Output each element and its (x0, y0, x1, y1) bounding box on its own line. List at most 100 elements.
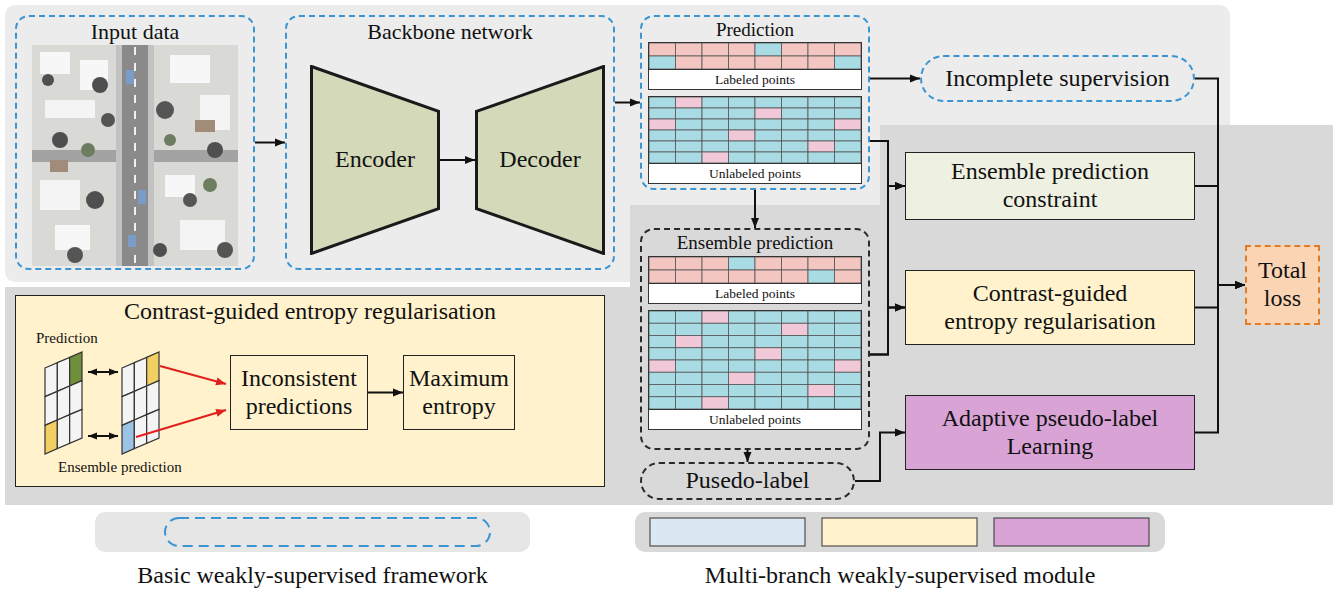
legend-bar (95, 512, 530, 552)
table-cell (755, 372, 782, 384)
table-cell (808, 348, 835, 360)
table-cell (755, 257, 782, 270)
inconsistency-arrow (136, 410, 226, 437)
table-cell (755, 360, 782, 372)
table-cell (649, 372, 676, 384)
point-cloud-image (40, 52, 70, 74)
point-cloud-image (32, 45, 238, 266)
table-cell (702, 119, 729, 130)
legend-item: Basic weakly-supervised framework (95, 562, 530, 588)
table-cell (782, 336, 809, 348)
legend-label: Multi-branch weakly-supervised module (705, 562, 1096, 588)
prediction-grid (122, 352, 159, 454)
legend-bar (994, 518, 1149, 546)
legend-bar (650, 518, 805, 546)
table-cell (676, 372, 703, 384)
table-cell (702, 97, 729, 108)
panel-title: Backbone network (367, 19, 533, 44)
table-cell (755, 323, 782, 335)
legend-bar (95, 512, 1165, 552)
flow-arrow (1195, 285, 1245, 308)
grid-cell (147, 409, 159, 443)
table-cell (755, 336, 782, 348)
point-cloud-image (32, 45, 238, 266)
table-cell (676, 141, 703, 152)
point-cloud-image (86, 191, 104, 209)
table-cell (808, 336, 835, 348)
table-cell (729, 119, 756, 130)
table-cell (729, 56, 756, 69)
table-cell (835, 130, 862, 141)
table-cell (729, 323, 756, 335)
point-cloud-image (195, 120, 215, 132)
point-cloud-image (217, 242, 233, 258)
table-cell (808, 323, 835, 335)
table-cell (808, 141, 835, 152)
table-cell (755, 385, 782, 397)
table-cell (782, 152, 809, 163)
table-cell (649, 56, 676, 69)
table-cell (676, 311, 703, 323)
legend-bar (822, 518, 977, 546)
table-cell (835, 336, 862, 348)
panel-title: Contrast-guided entropy regularisation (124, 298, 496, 326)
table-cell (676, 336, 703, 348)
table-cell (676, 152, 703, 163)
entropy-panel-fill (15, 295, 605, 487)
table-cell (676, 348, 703, 360)
table-cell (676, 56, 703, 69)
table-caption: Labeled points (649, 283, 861, 303)
table-cell (782, 270, 809, 283)
table-cell (755, 311, 782, 323)
table-cell (649, 141, 676, 152)
table-cell (676, 119, 703, 130)
table-cell (649, 270, 676, 283)
table-cell (755, 119, 782, 130)
consistency-arrow (88, 372, 118, 436)
table-cell (649, 119, 676, 130)
labeled-table: Labeled points (648, 42, 862, 90)
table-cell (782, 108, 809, 119)
table-cell (702, 270, 729, 283)
table-cell (835, 385, 862, 397)
table-cell (702, 43, 729, 56)
process-label: Ensemble prediction constraint (938, 158, 1163, 213)
point-cloud-image (180, 220, 225, 250)
backbone-panel: EncoderDecoderBackbone network (285, 15, 615, 270)
legend-item: Multi-branch weakly-supervised module (635, 562, 1165, 588)
panel-title: Input data (91, 19, 180, 44)
table-cell (782, 97, 809, 108)
table-cell (835, 97, 862, 108)
constraint-box: Ensemble prediction constraint (905, 152, 1195, 220)
legend-label: Basic weakly-supervised framework (137, 562, 488, 588)
table-cell (782, 130, 809, 141)
table-cell (676, 130, 703, 141)
table-caption: Labeled points (649, 69, 861, 89)
table-cell (702, 108, 729, 119)
table-cell (702, 257, 729, 270)
table-cell (729, 397, 756, 409)
flow-arrow (747, 450, 749, 462)
point-cloud-image (138, 190, 146, 204)
grid-caption: Ensemble prediction (58, 459, 182, 476)
flow-arrow (870, 78, 920, 80)
table-cell (808, 270, 835, 283)
table-cell (782, 397, 809, 409)
flow-arrow (870, 308, 905, 355)
decoder-block: Decoder (475, 65, 605, 255)
table-cell (649, 257, 676, 270)
table-cell (649, 130, 676, 141)
point-cloud-image (170, 55, 210, 83)
point-cloud-image (183, 193, 197, 207)
table-grid (649, 257, 861, 283)
table-cell (782, 348, 809, 360)
entropy-box: Contrast-guided entropy regularisation (905, 270, 1195, 345)
table-cell (755, 56, 782, 69)
total-loss-box: Total loss (1245, 245, 1320, 325)
table-cell (808, 257, 835, 270)
table-cell (676, 385, 703, 397)
table-cell (755, 270, 782, 283)
table-cell (702, 56, 729, 69)
grid-cell (134, 415, 146, 449)
flow-arrow (440, 159, 475, 161)
